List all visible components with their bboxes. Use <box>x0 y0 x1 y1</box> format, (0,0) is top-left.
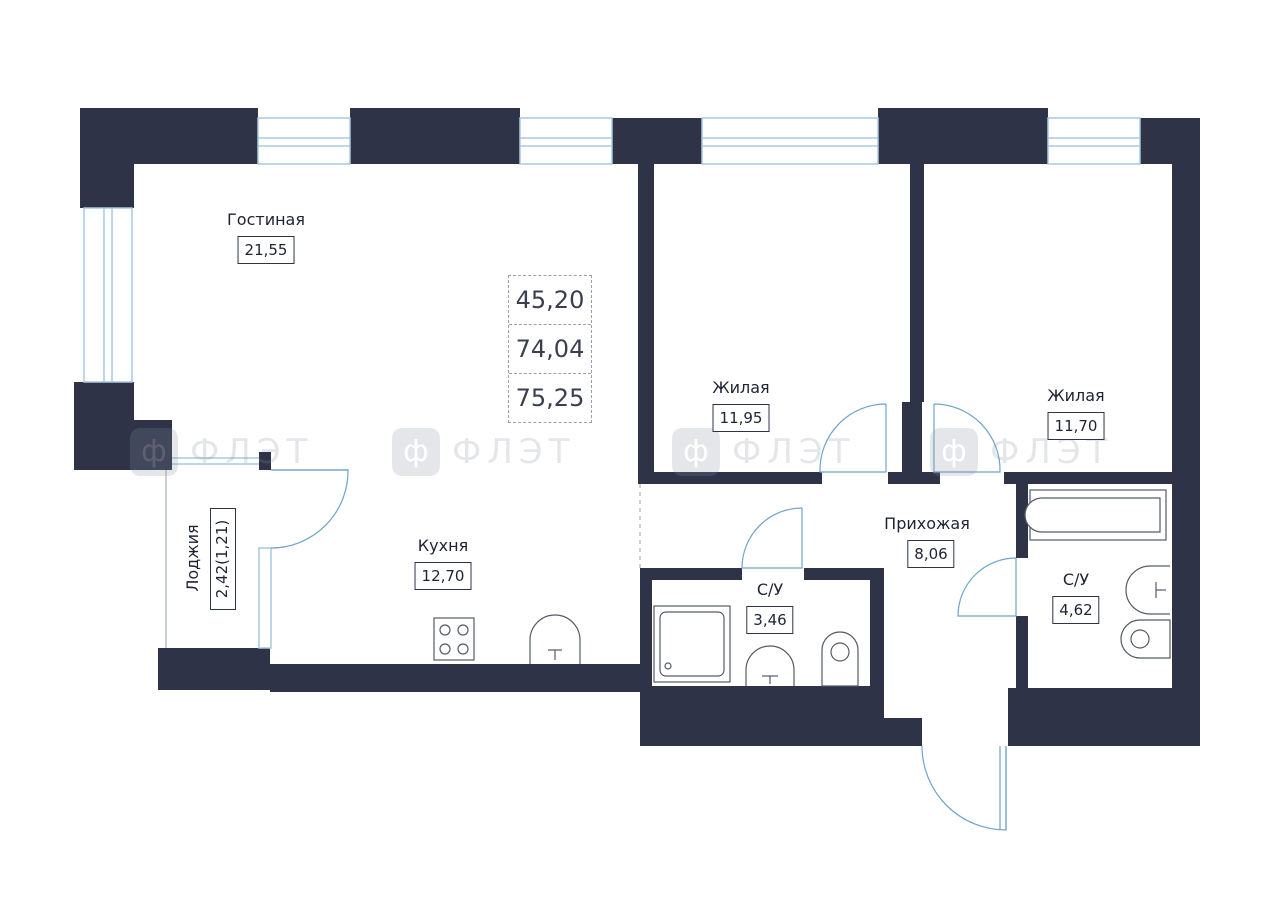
wall-kitchen-bottom <box>270 664 640 692</box>
wall-top-segment-3 <box>612 118 702 164</box>
watermark: ф ФЛЭТ <box>930 426 1113 478</box>
watermark-text: ФЛЭТ <box>190 432 314 472</box>
living-room-area: 21,55 <box>237 236 295 264</box>
kitchen-area: 12,70 <box>414 562 472 590</box>
wall-bath1-right <box>870 568 884 718</box>
walls <box>74 108 1200 746</box>
wall-partition-b-lower <box>902 402 922 484</box>
hallway-area: 8,06 <box>907 540 955 568</box>
bedroom-1-area: 11,95 <box>712 404 770 432</box>
kitchen-sink <box>529 614 581 664</box>
bathroom-1-name: С/У <box>756 580 784 599</box>
watermark-logo-icon: ф <box>672 428 720 476</box>
living-area-total: 45,20 <box>515 286 585 314</box>
wall-bath2-bottom <box>1008 688 1200 746</box>
bath2-sink <box>1125 565 1170 615</box>
door-bedroom1-arc <box>819 403 887 473</box>
wall-bedroom1-bottom-b <box>888 472 922 484</box>
wall-top-segment-4 <box>878 108 1048 164</box>
windows <box>83 117 1141 649</box>
hallway-name: Прихожая <box>884 514 970 533</box>
wall-left-lower <box>74 382 134 470</box>
stove <box>433 617 475 661</box>
loggia-name: Лоджия <box>183 524 202 592</box>
wall-left-upper <box>80 108 134 208</box>
wall-entrance-left <box>884 718 922 746</box>
wall-bedroom2-bottom-a <box>922 472 940 484</box>
door-loggia-arc <box>270 469 349 549</box>
bath1-sink <box>745 645 795 686</box>
wall-bedroom1-bottom <box>638 472 822 484</box>
apartment-area-summary: 45,20 74,04 75,25 <box>508 275 592 423</box>
bedroom-2-area: 11,70 <box>1047 412 1105 440</box>
window-living-left <box>83 207 133 383</box>
wall-left-stub <box>134 420 172 470</box>
loggia-area: 2,42(1,21) <box>210 508 236 610</box>
wall-bath1-top-b <box>804 568 884 580</box>
window-bedroom2-top <box>1047 117 1141 165</box>
total-area: 74,04 <box>509 324 591 373</box>
kitchen-name: Кухня <box>417 536 469 555</box>
wall-bath1-top-a <box>640 568 742 580</box>
window-bedroom1-top <box>701 117 879 165</box>
bathroom-2-name: С/У <box>1062 570 1090 589</box>
window-living-top-2 <box>519 117 613 165</box>
door-entrance-arc <box>921 745 1007 831</box>
window-loggia-door <box>258 547 272 649</box>
watermark: ф ФЛЭТ <box>392 426 575 478</box>
door-bath1-arc <box>741 507 803 569</box>
wall-top-segment-2 <box>350 108 520 164</box>
watermark: ф ФЛЭТ <box>672 426 855 478</box>
watermark-logo-icon: ф <box>930 428 978 476</box>
total-area-with-loggia: 75,25 <box>509 373 591 422</box>
wall-bath2-left <box>1016 484 1028 558</box>
wall-partition-b-upper <box>910 164 924 402</box>
bedroom-1-name: Жилая <box>712 378 770 397</box>
door-swings <box>270 403 1017 831</box>
bedroom-2-name: Жилая <box>1047 386 1105 405</box>
watermark-logo-icon: ф <box>392 428 440 476</box>
wall-bedroom2-bottom-b <box>1004 472 1200 484</box>
wall-bottom-left <box>158 648 270 690</box>
bathroom-1-area: 3,46 <box>746 606 794 634</box>
living-room-name: Гостиная <box>227 210 305 229</box>
bathroom-2-area: 4,62 <box>1052 596 1100 624</box>
watermark: ф ФЛЭТ <box>130 426 313 478</box>
door-bedroom2-arc <box>933 403 1001 473</box>
window-living-top-1 <box>257 117 351 165</box>
fixtures <box>433 489 1171 687</box>
watermark-text: ФЛЭТ <box>732 432 856 472</box>
watermark-logo-icon: ф <box>130 428 178 476</box>
watermark-text: ФЛЭТ <box>452 432 576 472</box>
wall-right <box>1172 118 1200 746</box>
door-bath2-arc <box>957 557 1017 617</box>
wall-partition-a <box>638 164 654 484</box>
wall-loggia-post <box>259 452 271 470</box>
wall-bottom-center <box>640 686 884 746</box>
